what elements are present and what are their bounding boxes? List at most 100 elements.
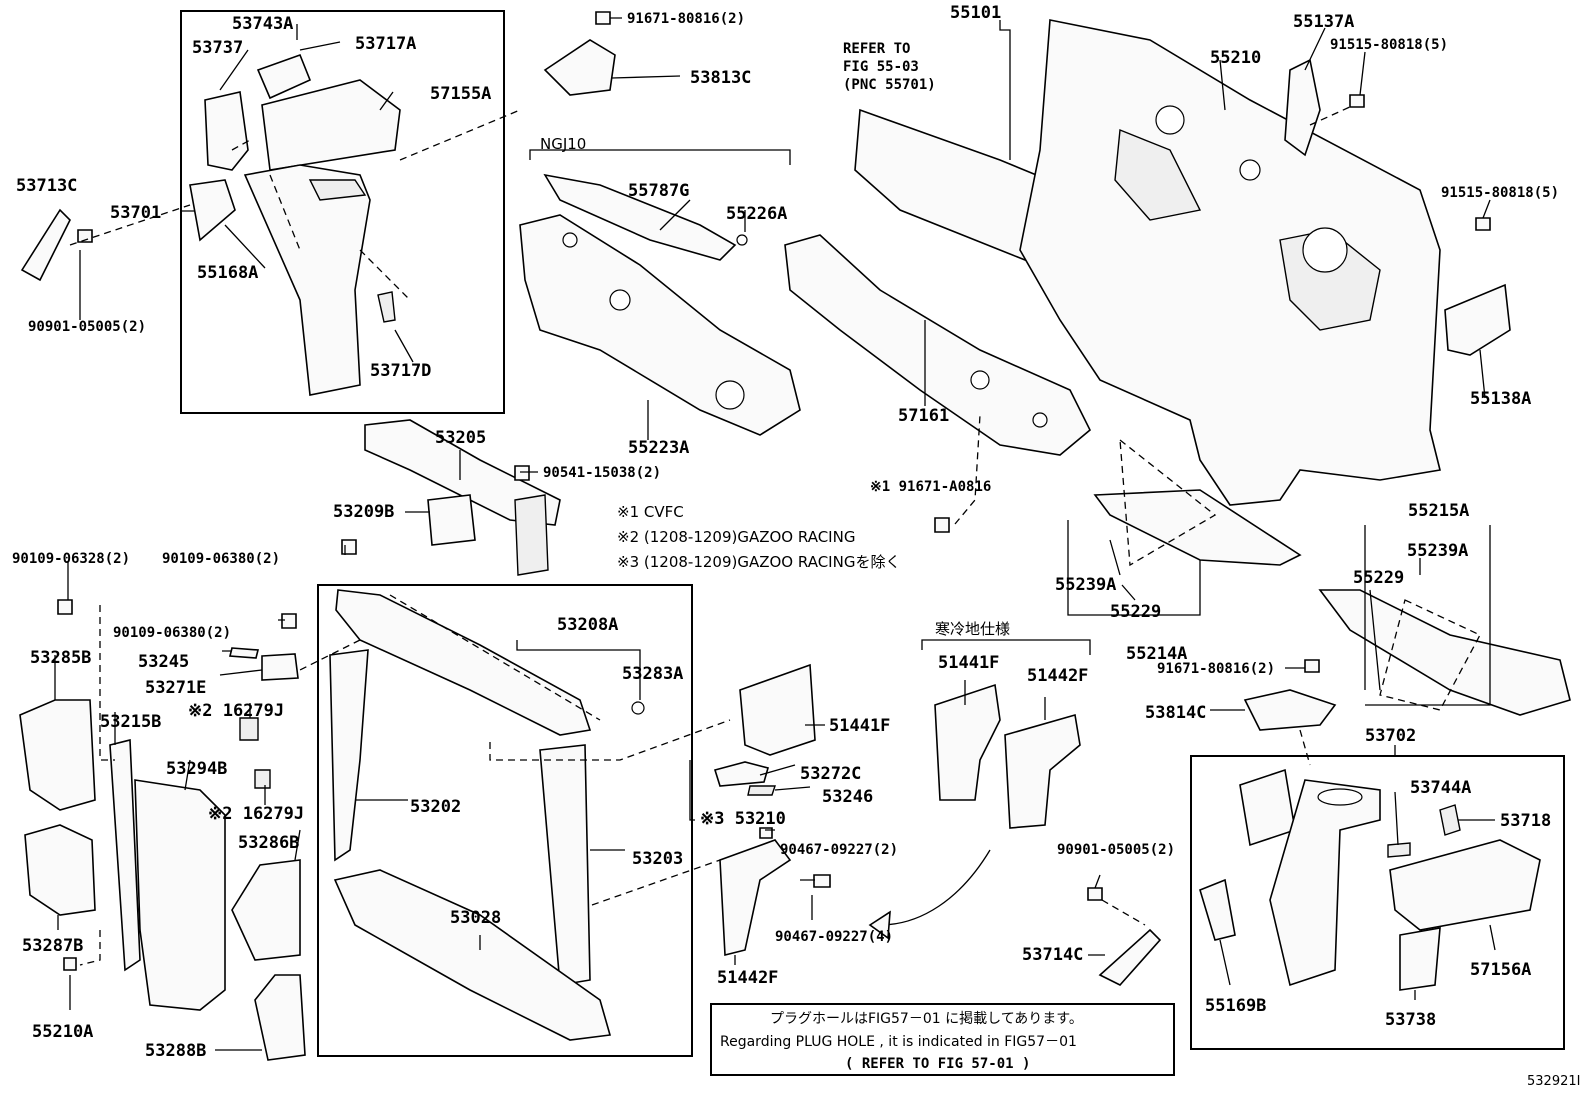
bracket-53814c — [1243, 689, 1337, 731]
apron-group-right — [1199, 768, 1541, 991]
label-16279j-b: ※2 16279J — [208, 804, 305, 824]
bolt-90109-06328 — [57, 599, 73, 615]
bolt-90109-06380-b — [281, 613, 297, 629]
cowl-panel-55787g — [543, 173, 737, 261]
label-pnc-55701: (PNC 55701) — [843, 77, 936, 93]
label-53215b: 53215B — [100, 712, 162, 732]
label-53718: 53718 — [1500, 811, 1552, 831]
label-53743a: 53743A — [232, 14, 294, 34]
shroud-53294b — [134, 779, 226, 1011]
bolt-90541 — [514, 465, 530, 481]
bolt-90901-left — [77, 229, 93, 243]
bracket-53714c — [1098, 928, 1162, 986]
label-55214a: 55214A — [1126, 644, 1188, 664]
duct-53287b — [24, 824, 96, 916]
label-53814c: 53814C — [1145, 703, 1207, 723]
bolt-90109-06380-a — [341, 539, 357, 555]
label-55137a: 55137A — [1293, 12, 1355, 32]
label-51441f-a: 51441F — [829, 716, 891, 736]
note-3: ※3 (1208-1209)GAZOO RACINGを除く — [617, 553, 901, 571]
label-55168a: 55168A — [197, 263, 259, 283]
duct-53286b — [231, 859, 301, 961]
seal-16279j-a — [239, 717, 259, 741]
clip-90467-4 — [813, 874, 831, 888]
radiator-support-lower-53028 — [333, 869, 612, 1041]
label-55101: 55101 — [950, 3, 1002, 23]
label-53702: 53702 — [1365, 726, 1417, 746]
seal-16279j-b — [254, 769, 271, 789]
bracket-55137a — [1284, 58, 1321, 157]
label-57161: 57161 — [898, 406, 950, 426]
label-53744a: 53744A — [1410, 778, 1472, 798]
bracket-53713c — [20, 208, 71, 282]
pad-53246 — [747, 785, 776, 796]
bracket-53272c — [713, 761, 769, 787]
dash-panel-55223a — [519, 214, 801, 436]
label-fig-55-03: FIG 55-03 — [843, 59, 919, 75]
radiator-support-top-53208a — [335, 589, 592, 736]
label-91515-80818-a: 91515-80818(5) — [1330, 37, 1449, 53]
label-57155a: 57155A — [430, 84, 492, 104]
label-90467-09227-4: 90467-09227(4) — [775, 929, 894, 945]
label-55229-right: 55229 — [1353, 568, 1405, 588]
label-53246: 53246 — [822, 787, 874, 807]
label-53717d: 53717D — [370, 361, 432, 381]
label-91671-80816-top: 91671-80816(2) — [627, 11, 746, 27]
duct-53285b — [19, 699, 96, 811]
note-2: ※2 (1208-1209)GAZOO RACING — [617, 528, 856, 546]
label-53713c: 53713C — [16, 176, 78, 196]
label-53272c: 53272C — [800, 764, 862, 784]
apron-box-right — [1190, 755, 1565, 1050]
label-53202: 53202 — [410, 797, 462, 817]
label-53738: 53738 — [1385, 1010, 1437, 1030]
radiator-support-side-53203 — [539, 744, 591, 986]
label-51441f-b: 51441F — [938, 653, 1000, 673]
label-53208a: 53208A — [557, 615, 619, 635]
label-ngj10: NGJ10 — [540, 135, 587, 153]
bolt-91671-a0816 — [934, 517, 950, 533]
bracket-53813c — [543, 39, 616, 96]
label-53737: 53737 — [192, 38, 244, 58]
label-55169b: 55169B — [1205, 996, 1267, 1016]
label-90901-05005-left: 90901-05005(2) — [28, 319, 147, 335]
bracket-51441f-b — [934, 683, 1001, 801]
radiator-support-upper-53205 — [364, 419, 561, 526]
radiator-support-side-53202 — [329, 649, 369, 862]
label-53203: 53203 — [632, 849, 684, 869]
bracket-51442f-b — [1004, 713, 1081, 829]
cowl-brace-57161 — [784, 234, 1091, 456]
label-55210a: 55210A — [32, 1022, 94, 1042]
plug-hole-note-box — [710, 1003, 1175, 1076]
bolt-90901-right — [1087, 887, 1103, 901]
cowl-bracket-55214a — [1093, 489, 1302, 566]
bracket-53209b — [427, 494, 476, 546]
bolt-91515-a — [1349, 94, 1365, 108]
label-53245: 53245 — [138, 652, 190, 672]
label-53288b: 53288B — [145, 1041, 207, 1061]
label-90467-09227-2: 90467-09227(2) — [780, 842, 899, 858]
label-53294b: 53294B — [166, 759, 228, 779]
bracket-51441f-a — [739, 663, 816, 756]
clip-55210a — [63, 957, 77, 971]
label-55210: 55210 — [1210, 48, 1262, 68]
label-55223a: 55223A — [628, 438, 690, 458]
label-90109-06380-a: 90109-06380(2) — [162, 551, 281, 567]
label-53028: 53028 — [450, 908, 502, 928]
leader-lines — [54, 17, 1496, 1051]
cowl-bracket-55215a — [1318, 589, 1571, 716]
label-90901-05005-right: 90901-05005(2) — [1057, 842, 1176, 858]
label-53283a: 53283A — [622, 664, 684, 684]
label-55229-left: 55229 — [1110, 602, 1162, 622]
apron-group-left — [189, 53, 521, 396]
label-53271e: 53271E — [145, 678, 207, 698]
label-57156a: 57156A — [1470, 960, 1532, 980]
label-53714c: 53714C — [1022, 945, 1084, 965]
label-55239a-right: 55239A — [1407, 541, 1469, 561]
label-55226a: 55226A — [726, 204, 788, 224]
label-refer-to: REFER TO — [843, 41, 911, 57]
apron-box-left — [180, 10, 505, 414]
bracket-55138a — [1444, 283, 1511, 356]
bolt-91671-top — [595, 11, 611, 25]
plug-hole-note-ref: ( REFER TO FIG 57-01 ) — [845, 1056, 1031, 1072]
label-90541-15038: 90541-15038(2) — [543, 465, 662, 481]
